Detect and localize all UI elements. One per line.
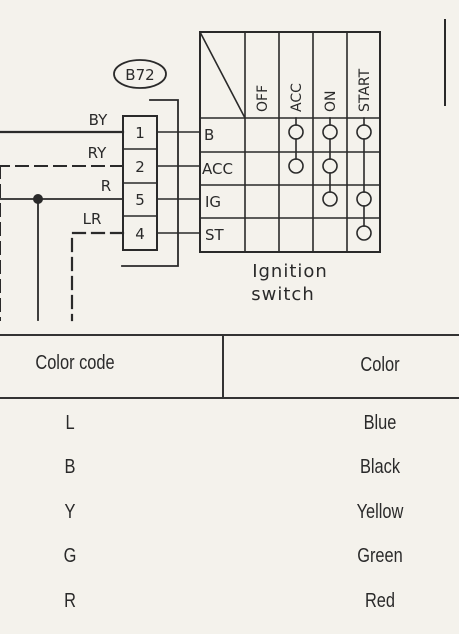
switch-position-label: START xyxy=(357,68,373,112)
table-top-border xyxy=(0,334,459,336)
switch-terminal-label: ACC xyxy=(202,160,233,178)
table-cell-code: B xyxy=(64,456,76,478)
wire-label: LR xyxy=(83,210,102,228)
wire-label: RY xyxy=(88,144,107,162)
table-cell-color: Green xyxy=(357,545,403,567)
table-cell-code: Y xyxy=(64,501,76,523)
switch-terminal-label: B xyxy=(204,126,214,144)
switch-position-label: ACC xyxy=(289,83,305,112)
connector-id: B72 xyxy=(125,66,154,84)
table-cell-color: Red xyxy=(364,590,396,612)
switch-position-label: ON xyxy=(323,91,339,113)
pin-number: 2 xyxy=(135,158,145,176)
table-column-divider xyxy=(222,334,224,398)
pin-number: 4 xyxy=(135,225,145,243)
header-color: Color xyxy=(360,354,400,376)
table-cell-color: Yellow xyxy=(356,501,404,523)
table-cell-code: L xyxy=(65,412,75,434)
table-cell-code: G xyxy=(63,545,77,567)
table-cell-code: R xyxy=(64,590,76,612)
switch-terminal-label: IG xyxy=(205,193,221,211)
wire-junction-dot xyxy=(33,194,43,204)
header-color-code: Color code xyxy=(35,352,115,374)
switch-terminal-label: ST xyxy=(205,226,225,244)
pin-number: 1 xyxy=(135,124,145,142)
table-header-border xyxy=(0,397,459,399)
ignition-switch-diagram: B72 1 2 5 4 BY RY R LR OFF ACC ON START … xyxy=(0,19,446,322)
switch-position-label: OFF xyxy=(255,85,271,112)
switch-caption: Ignition xyxy=(252,261,328,282)
table-cell-color: Blue xyxy=(363,412,397,434)
wire-label: R xyxy=(101,177,111,195)
wire-label: BY xyxy=(89,111,108,129)
color-code-table: Color code Color L Blue B Black Y Yellow… xyxy=(0,334,459,634)
table-cell-color: Black xyxy=(359,456,401,478)
switch-caption: switch xyxy=(251,284,314,305)
pin-number: 5 xyxy=(135,191,145,209)
